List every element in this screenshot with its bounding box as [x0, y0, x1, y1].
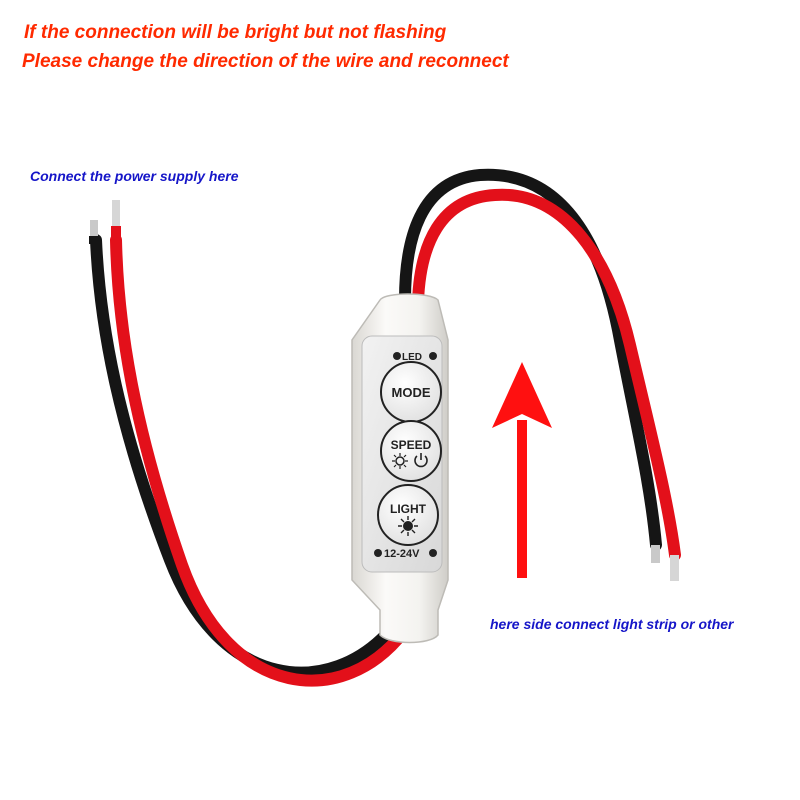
voltage-label: 12-24V [384, 548, 420, 560]
power-icon [414, 453, 428, 468]
input-wire-tip-black [90, 220, 98, 242]
speed-label: SPEED [391, 438, 432, 452]
sun-icon [398, 516, 418, 536]
led-label: LED [402, 352, 422, 363]
led-marking: LED [393, 352, 437, 363]
mode-label: MODE [392, 385, 431, 400]
light-strip-note: here side connect light strip or other [490, 616, 734, 632]
minus-icon [429, 549, 437, 557]
voltage-marking: 12-24V [374, 548, 437, 560]
light-label: LIGHT [390, 502, 427, 516]
light-button[interactable]: LIGHT [377, 484, 439, 546]
plus-icon [393, 352, 401, 360]
input-cable [89, 200, 411, 687]
speed-button[interactable]: SPEED [380, 420, 442, 482]
warning-text-line-2: Please change the direction of the wire … [22, 51, 509, 72]
minus-icon [429, 352, 437, 360]
input-wire-tip-red [112, 200, 120, 242]
output-wire-tip-black [651, 545, 660, 563]
warning-text-line-1: If the connection will be bright but not… [24, 22, 447, 43]
sun-icon [392, 453, 408, 469]
arrow-up-icon [492, 362, 552, 578]
plus-icon [374, 549, 382, 557]
output-cable [399, 168, 681, 581]
mode-button[interactable]: MODE [380, 361, 442, 423]
output-wire-tip-red [670, 555, 679, 581]
power-supply-note: Connect the power supply here [30, 168, 239, 184]
